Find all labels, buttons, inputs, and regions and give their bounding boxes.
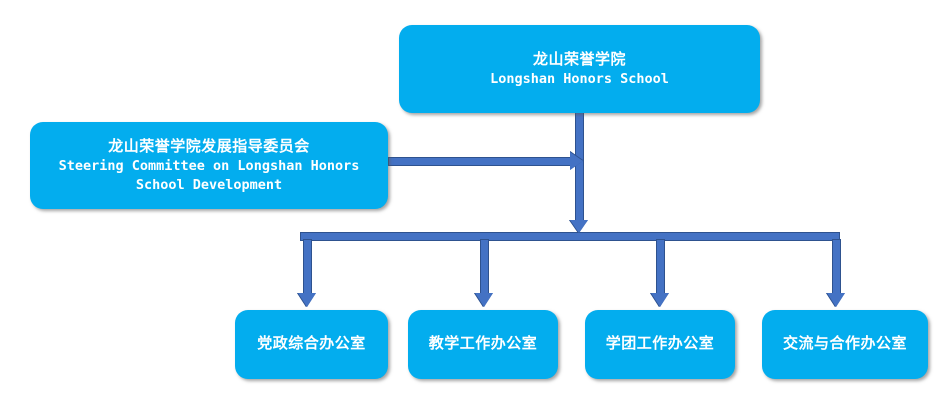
arrowhead-office-1-icon — [298, 293, 316, 307]
node-office-4-label-cn: 交流与合作办公室 — [782, 336, 907, 353]
connector-bus-to-office-1 — [303, 239, 312, 296]
node-longshan-honors-school[interactable]: 龙山荣誉学院 Longshan Honors School — [399, 25, 760, 113]
node-steering-label-en-line1: Steering Committee on Longshan Honors — [58, 158, 360, 175]
arrowhead-office-4-icon — [827, 293, 845, 307]
node-office-student-league-affairs[interactable]: 学团工作办公室 — [585, 310, 735, 379]
node-office-exchange-cooperation[interactable]: 交流与合作办公室 — [762, 310, 928, 379]
node-office-3-label-cn: 学团工作办公室 — [605, 336, 715, 353]
arrowhead-root-to-bus-icon — [570, 220, 588, 233]
node-root-label-en: Longshan Honors School — [490, 71, 669, 88]
node-steering-label-en-line2: School Development — [135, 176, 283, 193]
arrowhead-steering-to-root-icon — [570, 152, 583, 170]
connector-bus-to-office-2 — [480, 239, 489, 296]
node-office-party-government-admin[interactable]: 党政综合办公室 — [235, 310, 388, 379]
node-office-teaching-affairs[interactable]: 教学工作办公室 — [408, 310, 558, 379]
node-steering-label-cn: 龙山荣誉学院发展指导委员会 — [108, 139, 310, 156]
node-steering-committee[interactable]: 龙山荣誉学院发展指导委员会 Steering Committee on Long… — [30, 122, 388, 209]
node-office-1-label-cn: 党政综合办公室 — [257, 336, 366, 353]
connector-bus-to-office-4 — [832, 239, 841, 296]
node-office-2-label-cn: 教学工作办公室 — [428, 336, 538, 353]
arrowhead-office-2-icon — [475, 293, 493, 307]
arrowhead-office-3-icon — [651, 293, 669, 307]
connector-steering-to-root — [388, 157, 574, 166]
connector-horizontal-bus — [300, 232, 840, 241]
connector-bus-to-office-3 — [656, 239, 665, 296]
node-root-label-cn: 龙山荣誉学院 — [532, 51, 626, 68]
